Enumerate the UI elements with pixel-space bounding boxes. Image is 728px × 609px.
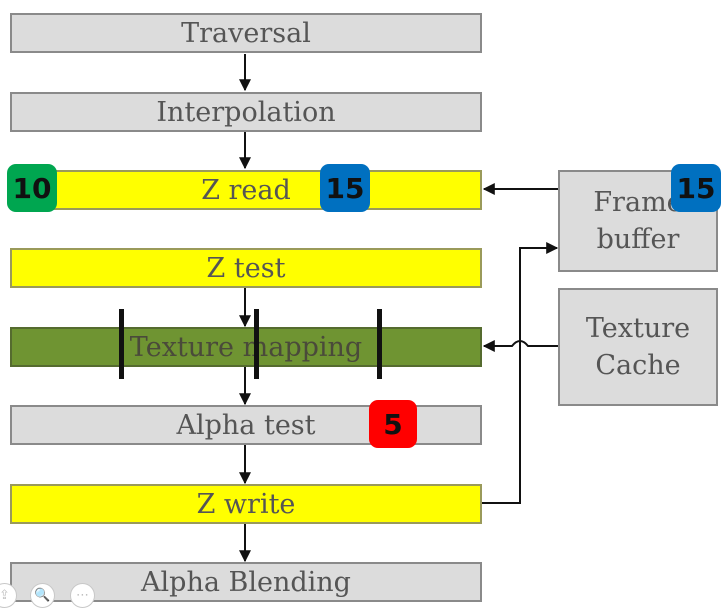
divider-marker-2 bbox=[254, 309, 259, 379]
badge-z-read-right: 15 bbox=[320, 164, 370, 212]
stage-z-write-label: Z write bbox=[196, 488, 296, 520]
stage-texture-mapping: Texture mapping bbox=[10, 327, 482, 367]
stage-z-test-label: Z test bbox=[206, 252, 286, 284]
frame-buffer-box: Frame buffer bbox=[558, 170, 718, 272]
stage-z-read-label: Z read bbox=[201, 174, 291, 206]
stage-alpha-test-label: Alpha test bbox=[176, 409, 316, 441]
stage-texture-mapping-label: Texture mapping bbox=[129, 331, 363, 363]
stage-interpolation-label: Interpolation bbox=[156, 96, 336, 128]
texture-cache-box: Texture Cache bbox=[558, 288, 718, 406]
texture-cache-line1: Texture bbox=[585, 312, 691, 344]
zoom-icon[interactable]: 🔍 bbox=[30, 583, 55, 608]
stage-alpha-blending-label: Alpha Blending bbox=[141, 566, 351, 598]
stage-traversal: Traversal bbox=[10, 13, 482, 53]
texture-cache-line2: Cache bbox=[595, 350, 681, 381]
stage-alpha-blending: Alpha Blending bbox=[10, 562, 482, 602]
badge-alpha-test: 5 bbox=[369, 400, 417, 448]
divider-marker-3 bbox=[377, 309, 382, 379]
arrow-zwrite-framebuffer bbox=[482, 242, 559, 504]
divider-marker-1 bbox=[119, 309, 124, 379]
badge-frame-buffer: 15 bbox=[671, 164, 721, 212]
stage-z-test: Z test bbox=[10, 248, 482, 288]
more-options-icon[interactable]: ⋯ bbox=[70, 583, 95, 608]
frame-buffer-line2: buffer bbox=[596, 224, 680, 255]
frame-buffer-line1: Frame bbox=[593, 186, 683, 218]
stage-z-read: Z read bbox=[10, 170, 482, 210]
stage-z-write: Z write bbox=[10, 484, 482, 524]
badge-z-read-left: 10 bbox=[7, 164, 57, 212]
stage-interpolation: Interpolation bbox=[10, 92, 482, 132]
stage-traversal-label: Traversal bbox=[181, 17, 311, 49]
